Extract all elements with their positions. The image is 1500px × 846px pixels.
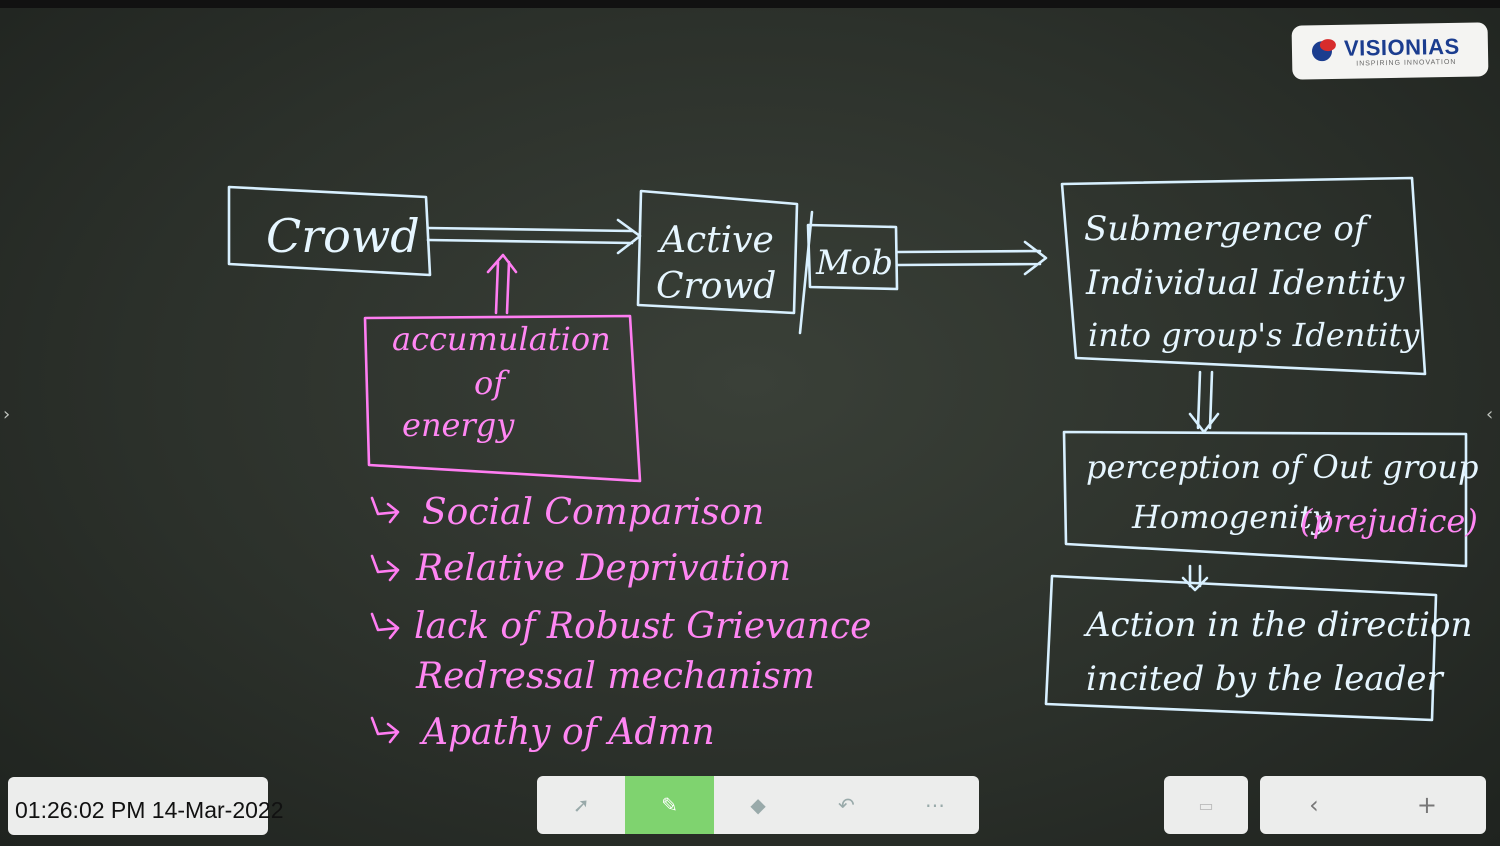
- left-panel-arrow-icon[interactable]: ›: [3, 404, 11, 425]
- action-line1: Action in the direction: [1083, 605, 1472, 645]
- arrow-mob-submergence: [896, 240, 1048, 276]
- cause-social-comparison: Social Comparison: [422, 492, 764, 533]
- pen-icon[interactable]: ✎: [625, 776, 714, 834]
- arrow-crowd-active: [426, 218, 642, 255]
- right-panel-arrow-icon[interactable]: ‹: [1486, 404, 1494, 425]
- crowd-label: Crowd: [266, 209, 420, 263]
- arrow-submergence-perception: [1188, 370, 1220, 434]
- cursor-icon[interactable]: ➚: [572, 793, 590, 817]
- active-label-line2: Crowd: [656, 266, 776, 307]
- drawing-toolbar: ➚ ✎ ◆ ↶ ⋯: [537, 776, 979, 834]
- divider-line: [798, 210, 814, 335]
- mob-box: [806, 223, 899, 291]
- cause-grievance: lack of Robust Grievance: [414, 606, 871, 647]
- arrow-perception-action: [1181, 564, 1209, 592]
- action-box: [1044, 574, 1438, 722]
- submergence-box: [1060, 176, 1427, 376]
- more-icon[interactable]: ⋯: [924, 793, 945, 817]
- perception-box: [1062, 430, 1468, 568]
- submergence-line3: into group's Identity: [1088, 316, 1420, 354]
- cause-redressal: Redressal mechanism: [415, 656, 815, 697]
- energy-line3: energy: [402, 406, 515, 444]
- perception-line1: perception of Out group: [1086, 448, 1479, 486]
- cause-apathy: Apathy of Admn: [419, 712, 715, 753]
- arrow-energy-crowd: [486, 253, 518, 315]
- submergence-line1: Submergence of: [1084, 209, 1372, 249]
- perception-line2: Homogenity: [1131, 498, 1331, 536]
- add-page-icon[interactable]: +: [1416, 791, 1437, 819]
- bullet-3: [370, 612, 400, 640]
- eraser-icon[interactable]: ◆: [750, 793, 766, 817]
- bullet-5: [370, 716, 400, 744]
- active-label-line1: Active: [657, 220, 774, 261]
- page-view-button[interactable]: ▭: [1164, 776, 1248, 834]
- cause-relative-deprivation: Relative Deprivation: [415, 548, 791, 589]
- left-toolbar: [8, 777, 268, 835]
- page-navigation: ‹ +: [1260, 776, 1486, 834]
- timestamp-overlay: 01:26:02 PM 14-Mar-2022: [15, 797, 284, 823]
- crowd-box: [227, 185, 432, 277]
- energy-line2: of: [474, 364, 510, 402]
- action-line2: incited by the leader: [1086, 659, 1444, 699]
- energy-line1: accumulation: [392, 320, 611, 358]
- prev-page-icon[interactable]: ‹: [1309, 791, 1319, 819]
- bullet-1: [370, 496, 400, 524]
- bullet-2: [370, 554, 400, 582]
- page-view-icon: ▭: [1198, 795, 1214, 815]
- submergence-line2: Individual Identity: [1085, 263, 1405, 303]
- undo-icon[interactable]: ↶: [838, 793, 855, 817]
- prejudice-label: (prejudice): [1300, 502, 1478, 540]
- screen-top-bezel: [0, 0, 1500, 8]
- energy-box: [363, 314, 642, 483]
- mob-label: Mob: [815, 243, 893, 283]
- active-crowd-box: [636, 189, 799, 315]
